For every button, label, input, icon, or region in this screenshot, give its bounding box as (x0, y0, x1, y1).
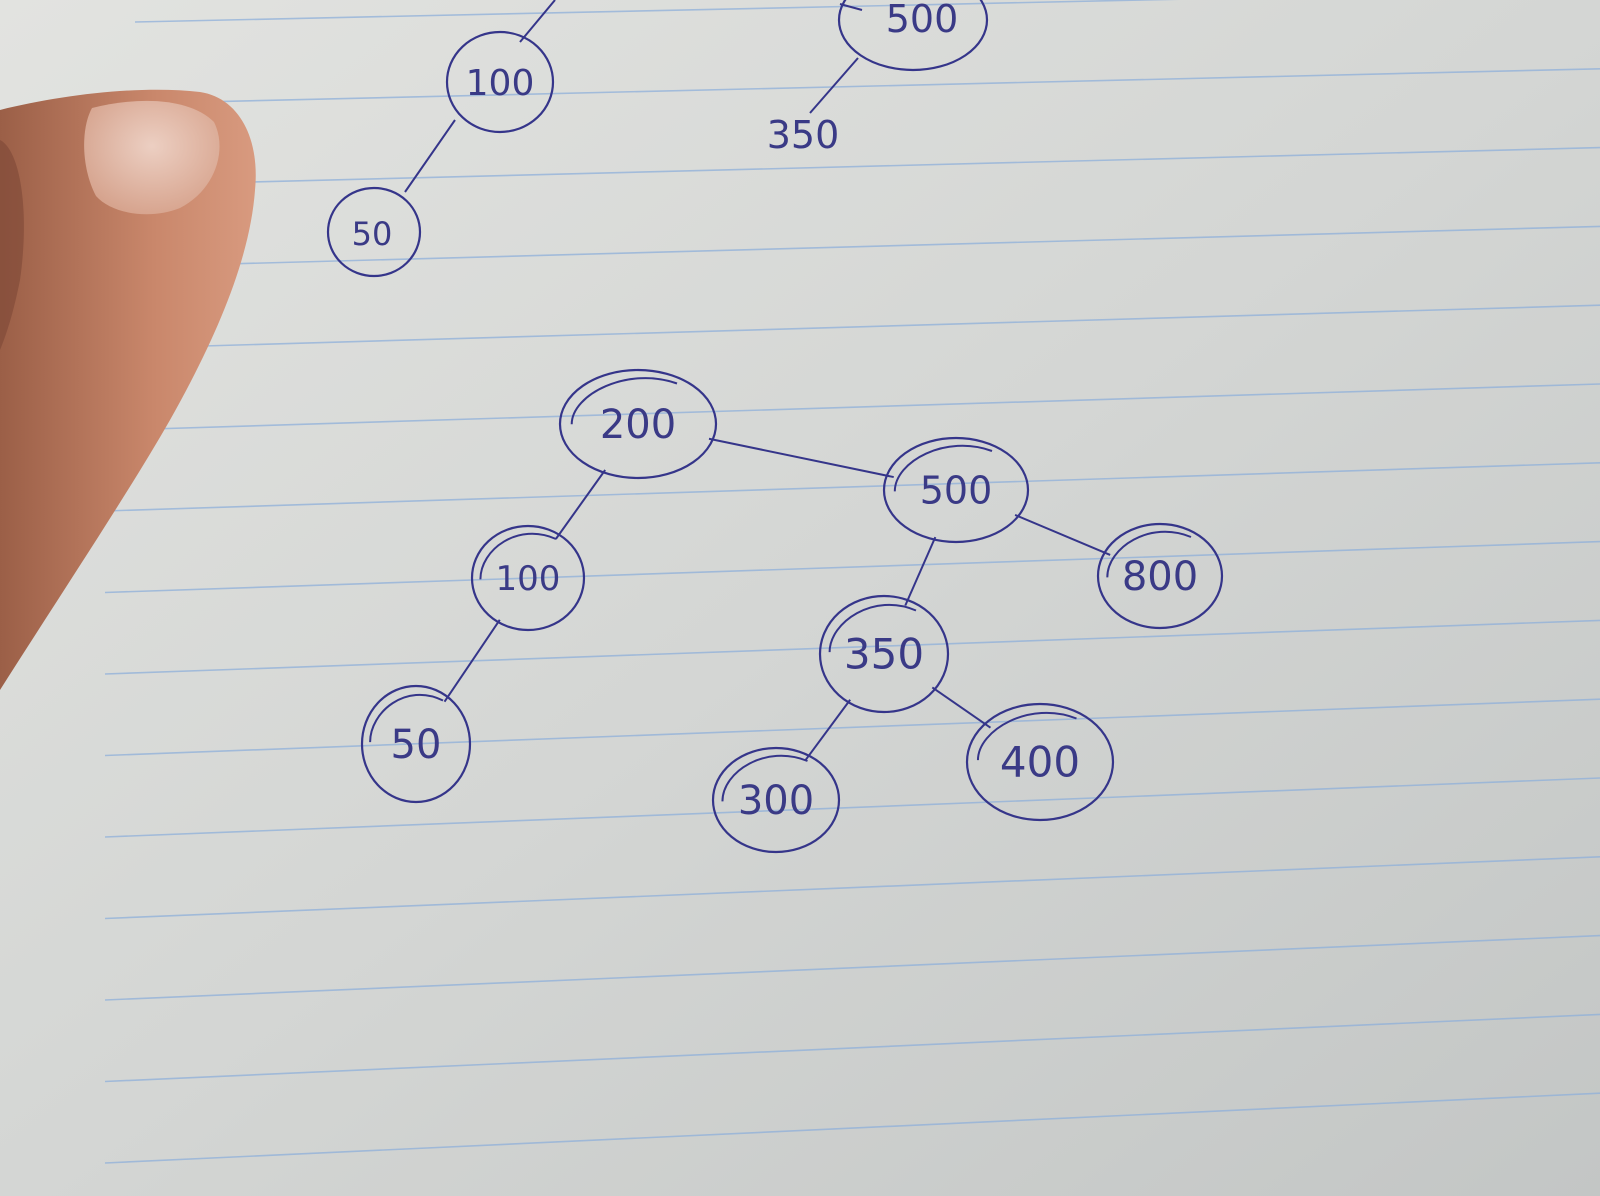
ruled-line (104, 777, 1600, 838)
tree-node-50: 50 (360, 684, 472, 804)
tree-node-stroke (369, 693, 444, 743)
tree-edge-350-400 (931, 686, 992, 729)
tree-node-circle (360, 684, 472, 804)
tree-node-350: 350 (818, 594, 950, 714)
top-edge-500-350 (809, 57, 859, 114)
tree-node-800: 800 (1096, 522, 1224, 630)
tree-edge-200-100 (555, 469, 606, 540)
tree-node-stroke (721, 754, 808, 802)
top-node-50-circle (326, 186, 422, 278)
tree-edge-350-300 (804, 699, 851, 761)
top-node-100-label: 100 (466, 63, 535, 104)
ruled-line (104, 462, 1600, 512)
tree-node-circle (470, 524, 586, 632)
tree-node-stroke (1106, 530, 1192, 578)
tree-node-circle (1096, 522, 1224, 630)
ruled-line (134, 304, 1600, 349)
tree-node-circle (882, 436, 1030, 544)
tree-node-stroke (570, 377, 678, 425)
ruled-line (104, 619, 1600, 675)
tree-edge-500-350 (904, 536, 937, 606)
tree-edge-200-500 (708, 437, 894, 479)
top-node-50-label: 50 (352, 215, 393, 253)
ruled-line (104, 934, 1600, 1001)
tree-node-circle (965, 702, 1115, 822)
tree-node-stroke (479, 532, 557, 580)
thumb (0, 89, 256, 690)
tree-node-circle (558, 368, 718, 480)
ruled-line (134, 0, 1179, 23)
top-edge-stub-right (839, 3, 863, 11)
top-node-500-label: 500 (886, 0, 959, 41)
ruled-line (134, 146, 1600, 186)
tree-node-label: 300 (738, 778, 814, 824)
ruled-line (104, 856, 1600, 920)
ruled-line (104, 1092, 1600, 1164)
ruled-line (134, 68, 1600, 105)
tree-node-100: 100 (470, 524, 586, 632)
tree-edge-100-50 (443, 619, 501, 703)
tree-node-circle (711, 746, 841, 854)
top-node-500-circle (837, 0, 989, 72)
tree-node-label: 350 (844, 630, 924, 679)
tree-node-label: 800 (1122, 554, 1198, 600)
tree-edge-500-800 (1014, 513, 1111, 556)
tree-nodes: 200 100 50 500 350 800 300 400 (360, 368, 1224, 854)
tree-edges (443, 437, 1111, 761)
ruled-line (104, 1013, 1600, 1083)
ruled-lines (104, 0, 1600, 1164)
tree-node-stroke (893, 444, 993, 492)
ruled-line (104, 698, 1600, 757)
top-edge-stub-left (519, 0, 556, 43)
top-node-100-circle (445, 30, 555, 134)
tree-node-label: 200 (600, 402, 676, 448)
top-partial-tree: 100 50 500 350 (326, 0, 989, 278)
ruled-line (104, 540, 1600, 594)
tree-node-200: 200 (558, 368, 718, 480)
tree-node-400: 400 (965, 702, 1115, 822)
tree-node-circle (818, 594, 950, 714)
tree-node-label: 50 (391, 722, 442, 768)
ruled-line (134, 383, 1600, 431)
tree-node-label: 500 (920, 468, 993, 512)
top-node-350-label: 350 (767, 113, 840, 157)
tree-node-stroke (976, 711, 1077, 761)
tree-node-label: 400 (1000, 738, 1080, 787)
tree-node-500: 500 (882, 436, 1030, 544)
tree-node-300: 300 (711, 746, 841, 854)
top-edge-100-50 (404, 119, 456, 193)
tree-node-stroke (828, 603, 917, 653)
ruled-line (134, 225, 1600, 268)
tree-node-label: 100 (496, 559, 561, 599)
